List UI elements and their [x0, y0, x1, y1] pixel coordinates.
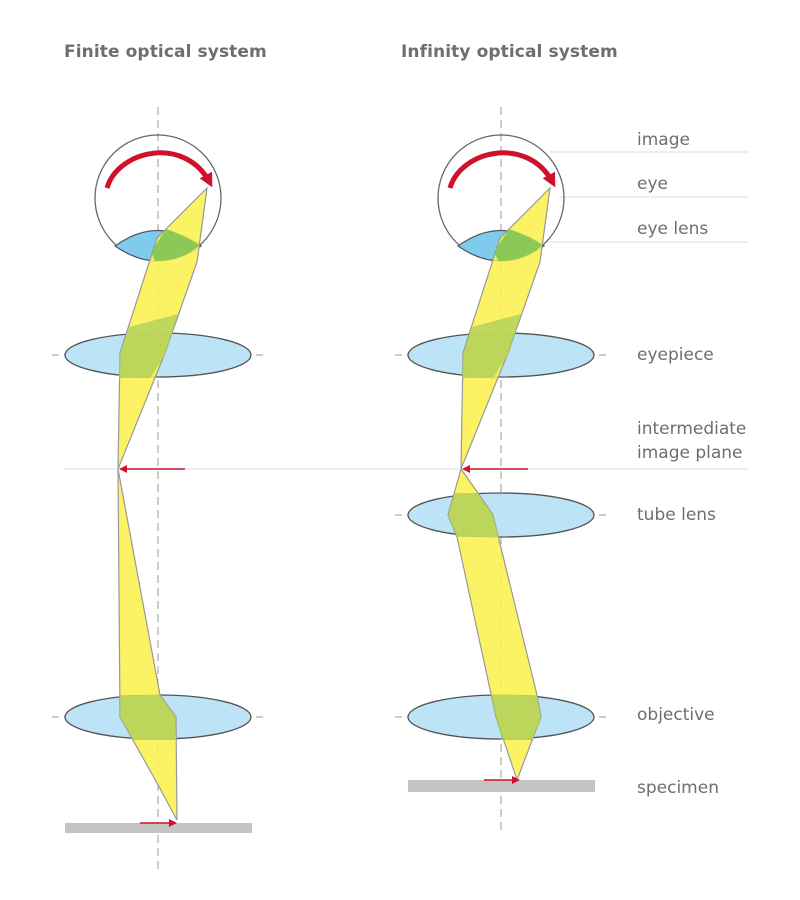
label-objective: objective	[637, 705, 715, 725]
infinity-eyepiece-overlap	[462, 314, 521, 378]
label-specimen: specimen	[637, 778, 719, 798]
finite-system	[52, 134, 268, 833]
label-image: image	[637, 130, 690, 150]
infinity-tube-lens-overlap	[448, 493, 499, 537]
label-image-plane: image plane	[637, 443, 743, 463]
label-intermediate: intermediate	[637, 419, 747, 439]
label-eye-lens: eye lens	[637, 219, 709, 239]
infinity-objective-overlap	[491, 695, 541, 740]
finite-system-title: Finite optical system	[64, 42, 267, 62]
finite-lower-beam	[117, 468, 178, 821]
infinity-perceived-image-arrow	[447, 150, 556, 189]
infinity-specimen-slide	[408, 780, 595, 792]
optical-axes	[157, 107, 502, 874]
finite-perceived-image-arrow	[104, 150, 213, 189]
infinity-system-title: Infinity optical system	[401, 42, 618, 62]
finite-objective-overlap	[120, 695, 176, 740]
infinity-tube-lens	[407, 492, 595, 538]
infinity-system	[395, 134, 607, 792]
finite-specimen-slide	[65, 823, 252, 833]
finite-eyepiece-overlap	[119, 314, 178, 378]
label-tube-lens: tube lens	[637, 505, 716, 525]
label-eye: eye	[637, 174, 668, 194]
label-eyepiece: eyepiece	[637, 345, 714, 365]
